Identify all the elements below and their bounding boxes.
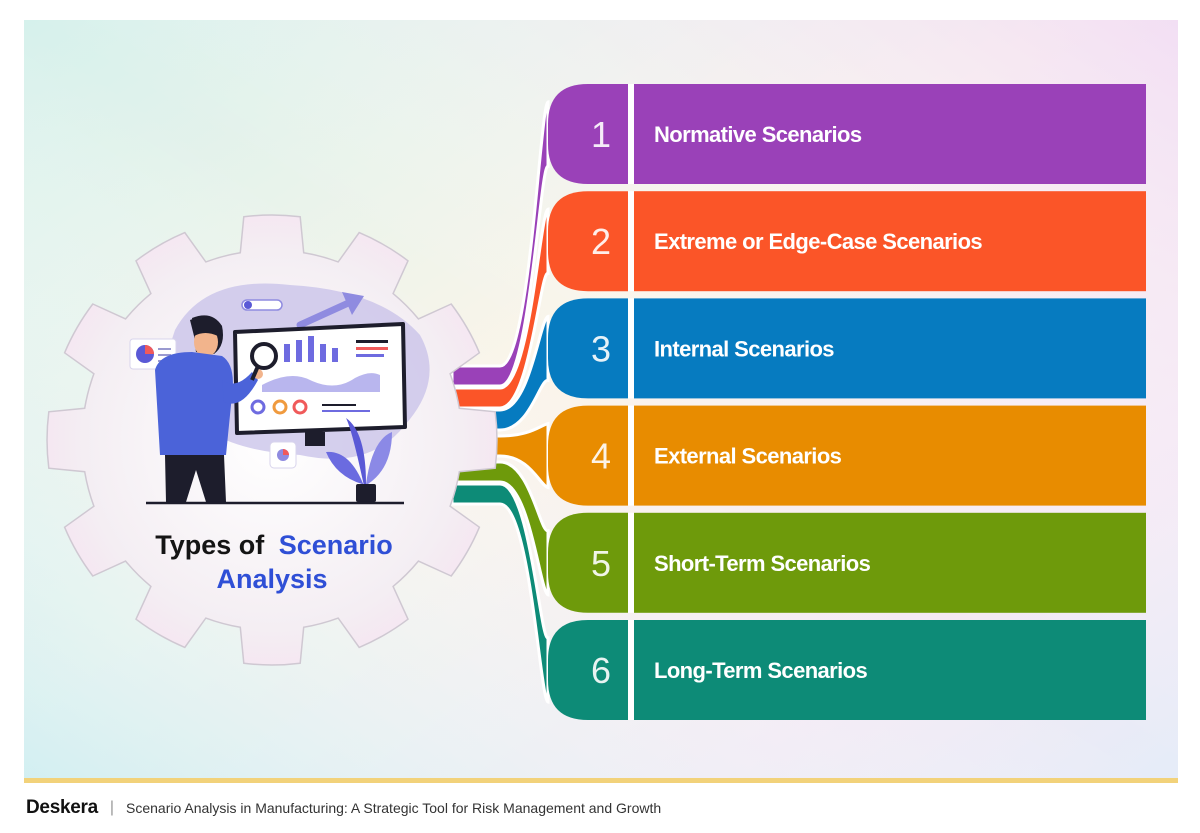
gear-title-line2: Analysis <box>216 564 327 594</box>
scenario-item: 5 Short-Term Scenarios <box>548 512 1146 613</box>
scenario-number-block <box>548 298 628 399</box>
gear-title-line1: Types of Scenario <box>155 530 393 560</box>
scenario-label: Short-Term Scenarios <box>654 551 871 576</box>
connector-ribbon <box>450 482 550 704</box>
scenario-label: External Scenarios <box>654 444 842 469</box>
scenario-label-block <box>634 298 1146 399</box>
scenario-item: 1 Normative Scenarios <box>548 84 1146 184</box>
brand-logo: Deskera <box>26 797 98 818</box>
footer-caption: Scenario Analysis in Manufacturing: A St… <box>126 800 662 816</box>
scenario-number-block <box>548 512 628 613</box>
footer-separator: | <box>109 799 115 816</box>
title-accent-part: Scenario <box>279 530 393 560</box>
scenario-number: 1 <box>591 114 611 155</box>
scenario-number-block <box>548 84 628 184</box>
scenario-number: 6 <box>591 650 611 691</box>
scenario-number: 4 <box>591 436 611 477</box>
scenario-list: 1 Normative Scenarios 2 Extreme or Edge-Cas… <box>548 84 1146 720</box>
scenario-item: 3 Internal Scenarios <box>548 298 1146 399</box>
scenario-label: Extreme or Edge-Case Scenarios <box>654 229 982 254</box>
title-dark-part: Types of <box>155 530 265 560</box>
scenario-number: 2 <box>591 221 611 262</box>
footer: Deskera | Scenario Analysis in Manufactu… <box>26 796 661 820</box>
scenario-number-block <box>548 620 628 720</box>
scenario-item: 2 Extreme or Edge-Case Scenarios <box>548 191 1146 292</box>
scenario-number: 5 <box>591 543 611 584</box>
scenario-label-block <box>634 512 1146 613</box>
scenario-number-block <box>548 191 628 292</box>
connector-ribbon <box>450 460 550 597</box>
scenario-label: Long-Term Scenarios <box>654 658 867 683</box>
scenario-item: 4 External Scenarios <box>548 405 1146 506</box>
scenario-label-block <box>634 620 1146 720</box>
scenario-label-block <box>634 405 1146 506</box>
footer-rule <box>24 778 1178 783</box>
scenario-number: 3 <box>591 328 611 369</box>
connector-ribbons <box>450 100 550 704</box>
scenario-label: Internal Scenarios <box>654 336 834 361</box>
connector-ribbon <box>450 314 550 432</box>
analyst-illustration <box>129 283 430 505</box>
scenario-item: 6 Long-Term Scenarios <box>548 620 1146 720</box>
scenario-number-block <box>548 405 628 506</box>
scenario-label: Normative Scenarios <box>654 122 862 147</box>
scenario-label-block <box>634 84 1146 184</box>
scenario-label-block <box>634 191 1146 292</box>
